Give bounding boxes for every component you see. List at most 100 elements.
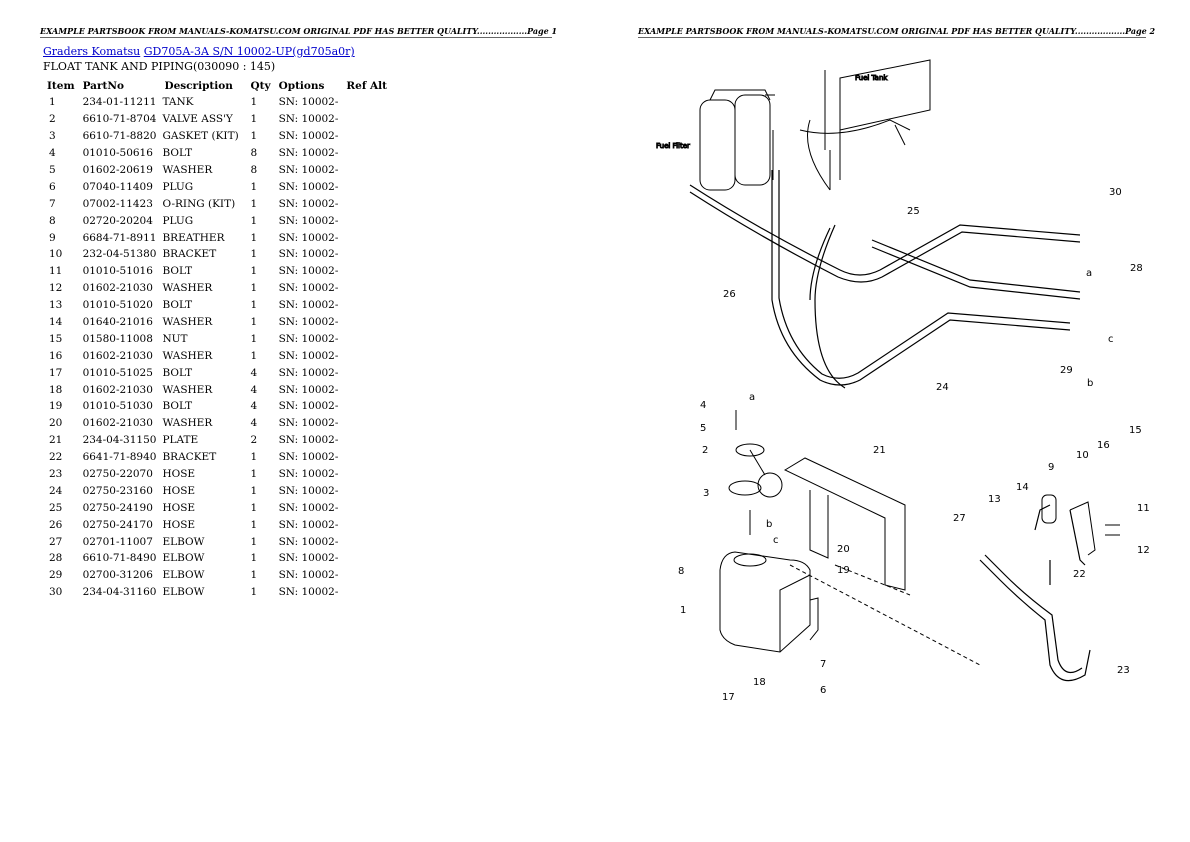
ref-alt (342, 162, 391, 179)
item-number: 16 (49, 349, 63, 362)
callout-29: 29 (1060, 365, 1073, 376)
part-qty: 1 (250, 299, 258, 312)
part-qty: 8 (250, 147, 258, 160)
callout-13: 13 (988, 494, 1001, 505)
part-qty: 4 (250, 417, 258, 430)
part-qty: 1 (250, 518, 258, 531)
col-options: Options (278, 79, 325, 92)
callout-6: 6 (820, 685, 826, 696)
part-qty: 1 (250, 569, 258, 582)
item-number: 30 (49, 586, 63, 599)
callout-a: a (749, 392, 755, 403)
part-options: SN: 10002- (278, 231, 339, 244)
part-qty: 8 (250, 164, 258, 176)
parts-table-header: Item PartNo Description Qty Options Ref … (43, 77, 391, 94)
part-description: WASHER (162, 164, 213, 176)
item-number: 10 (49, 248, 63, 261)
item-number: 27 (49, 535, 63, 548)
item-number: 8 (49, 214, 56, 227)
part-qty: 4 (250, 400, 258, 413)
item-number: 26 (49, 518, 63, 531)
part-options: SN: 10002- (278, 96, 339, 109)
part-qty: 1 (250, 586, 258, 599)
part-qty: 1 (250, 451, 258, 464)
item-number: 1 (49, 96, 56, 109)
callout-16: 16 (1097, 440, 1110, 451)
item-number: 21 (49, 434, 63, 447)
callout-23: 23 (1117, 665, 1130, 676)
item-number: 6 (49, 180, 56, 193)
part-options: SN: 10002- (278, 518, 339, 531)
part-options: SN: 10002- (278, 434, 339, 447)
item-number: 20 (49, 417, 63, 430)
part-description: BREATHER (162, 231, 225, 244)
item-number: 23 (49, 468, 63, 481)
ref-alt (342, 499, 391, 516)
part-number: 01010-51016 (82, 265, 153, 278)
ref-alt (342, 297, 391, 314)
ref-alt (342, 280, 391, 297)
ref-alt (342, 381, 391, 398)
item-number: 11 (49, 265, 63, 278)
part-qty: 1 (250, 130, 258, 143)
breadcrumb-link-model[interactable]: GD705A-3A S/N 10002-UP(gd705a0r) (143, 45, 355, 58)
ref-alt (342, 314, 391, 331)
fuel-tank-label: Fuel Tank (855, 74, 888, 82)
part-description: HOSE (162, 484, 196, 497)
ref-alt (342, 212, 391, 229)
part-description: BRACKET (162, 248, 217, 261)
callout-c: c (1108, 334, 1114, 345)
part-description: ELBOW (162, 535, 205, 548)
part-number: 02720-20204 (82, 214, 153, 227)
part-options: SN: 10002- (278, 349, 339, 362)
item-number: 15 (49, 332, 63, 345)
part-number: 01010-50616 (82, 147, 153, 160)
ref-alt (342, 178, 391, 195)
hose-lines-upper (689, 170, 1081, 389)
valve-assembly-drawing (728, 410, 783, 535)
part-number: 6610-71-8820 (82, 130, 157, 143)
part-qty: 1 (250, 265, 258, 278)
part-options: SN: 10002- (278, 586, 339, 599)
callout-1: 1 (680, 605, 686, 616)
part-description: HOSE (162, 501, 196, 514)
part-qty: 1 (250, 332, 258, 345)
part-options: SN: 10002- (278, 248, 339, 261)
part-options: SN: 10002- (278, 130, 339, 143)
part-number: 01602-21030 (82, 417, 153, 430)
item-number: 5 (49, 164, 56, 176)
part-description: ELBOW (162, 586, 205, 599)
item-number: 17 (49, 366, 63, 379)
part-description: PLATE (162, 434, 199, 447)
part-options: SN: 10002- (278, 332, 339, 345)
part-number: 02750-23160 (82, 484, 153, 497)
part-options: SN: 10002- (278, 501, 339, 514)
part-options: SN: 10002- (278, 197, 339, 210)
part-qty: 1 (250, 214, 258, 227)
part-description: TANK (162, 96, 194, 109)
part-qty: 1 (250, 180, 258, 193)
part-number: 02750-22070 (82, 468, 153, 481)
ref-alt (342, 567, 391, 584)
part-options: SN: 10002- (278, 383, 339, 396)
callout-3: 3 (703, 488, 709, 499)
callout-5: 5 (700, 423, 706, 434)
part-description: WASHER (162, 282, 213, 295)
section-title: FLOAT TANK AND PIPING(030090 : 145) (43, 60, 276, 73)
part-qty: 1 (250, 113, 258, 126)
item-number: 12 (49, 282, 63, 295)
page-1-header: EXAMPLE PARTSBOOK FROM MANUALS-KOMATSU.C… (40, 26, 558, 38)
breadcrumb-link-graders[interactable]: Graders Komatsu (43, 45, 141, 58)
